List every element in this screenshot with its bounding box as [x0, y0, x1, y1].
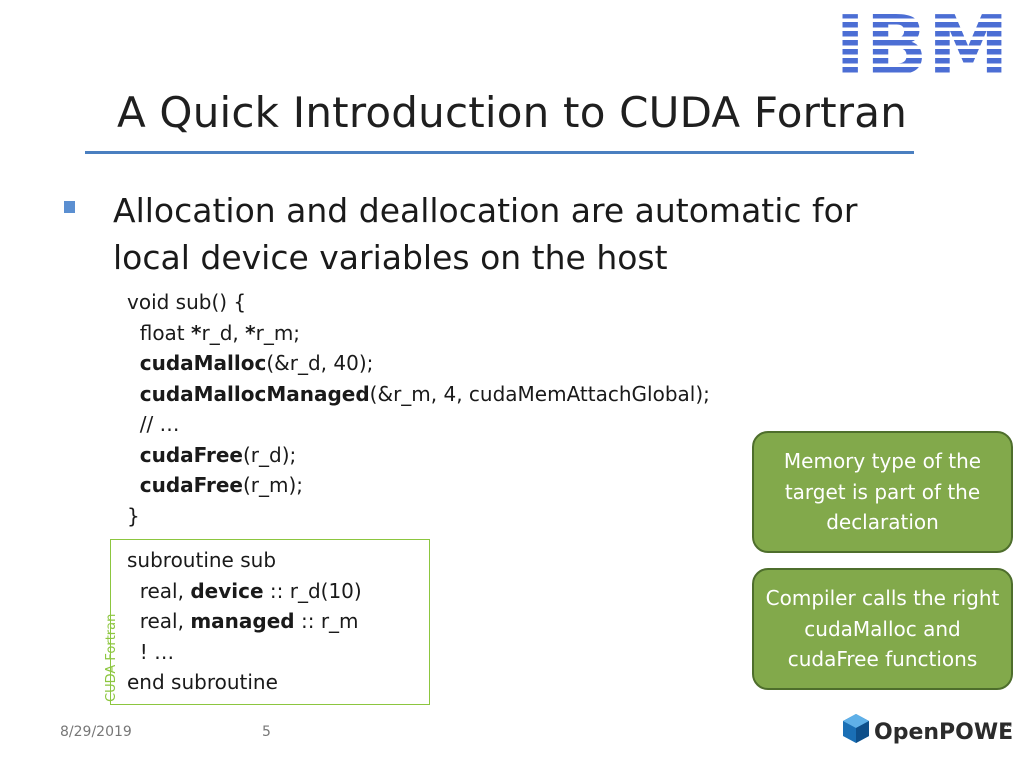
code-text: :: r_m: [294, 609, 359, 633]
code-line: cudaMallocManaged(&r_m, 4, cudaMemAttach…: [127, 379, 710, 410]
openpower-tm: TM: [1002, 722, 1012, 729]
code-text: [127, 351, 140, 375]
ibm-logo-text: IBM: [835, 4, 1009, 76]
code-keyword: managed: [190, 609, 295, 633]
code-text: (&r_m, 4, cudaMemAttachGlobal);: [369, 381, 710, 406]
code-line: // …: [127, 409, 710, 440]
code-text: subroutine sub: [127, 548, 277, 572]
code-keyword: device: [190, 578, 264, 603]
code-text: [127, 382, 140, 406]
code-keyword: *: [191, 320, 202, 345]
code-line: cudaFree(r_d);: [127, 440, 710, 471]
code-line: end subroutine: [127, 667, 362, 698]
fortran-code-box: [110, 539, 430, 705]
code-text: }: [127, 503, 140, 528]
c-code-block: void sub() { float *r_d, *r_m; cudaMallo…: [127, 287, 710, 531]
code-line: subroutine sub: [127, 545, 362, 576]
code-text: r_m;: [255, 320, 301, 345]
cuda-fortran-label: CUDA Fortran: [104, 613, 119, 702]
code-line: cudaFree(r_m);: [127, 470, 710, 501]
openpower-logo: OpenPOWER TM: [843, 714, 1012, 745]
code-text: // …: [127, 412, 180, 436]
code-text: void sub() {: [127, 290, 247, 314]
code-line: ! …: [127, 637, 362, 668]
callout-memory-type: Memory type of the target is part of the…: [752, 431, 1013, 553]
code-line: real, managed :: r_m: [127, 606, 362, 637]
code-text: real,: [127, 609, 191, 633]
code-line: real, device :: r_d(10): [127, 576, 362, 607]
code-line: cudaMalloc(&r_d, 40);: [127, 348, 710, 379]
ibm-logo: IBM: [835, 4, 1009, 76]
code-text: r_d,: [201, 320, 246, 345]
fortran-code-block: subroutine sub real, device :: r_d(10) r…: [127, 545, 362, 698]
code-keyword: *: [245, 320, 256, 345]
callout-memory-type-text: Memory type of the target is part of the…: [783, 449, 982, 535]
code-text: [127, 473, 140, 497]
page-number: 5: [262, 724, 271, 740]
openpower-logo-text: OpenPOWER: [874, 720, 1012, 745]
callout-compiler-calls: Compiler calls the right cudaMalloc and …: [752, 568, 1013, 690]
square-bullet-icon: [64, 201, 75, 213]
code-keyword: cudaMallocManaged: [139, 381, 370, 406]
code-text: end subroutine: [127, 670, 278, 694]
code-text: (&r_d, 40);: [266, 351, 374, 375]
code-text: ! …: [127, 639, 175, 664]
code-text: real,: [127, 578, 191, 603]
code-text: float: [127, 320, 192, 345]
bullet-text: Allocation and deallocation are automati…: [113, 191, 858, 277]
footer-date: 8/29/2019: [60, 724, 132, 740]
code-text: :: r_d(10): [263, 578, 362, 603]
slide-title: A Quick Introduction to CUDA Fortran: [116, 88, 908, 137]
code-keyword: cudaFree: [139, 442, 243, 467]
code-line: float *r_d, *r_m;: [127, 318, 710, 349]
code-line: void sub() {: [127, 287, 710, 318]
code-keyword: cudaFree: [139, 473, 243, 497]
code-text: [127, 443, 140, 467]
code-text: (r_d);: [243, 442, 297, 467]
code-line: }: [127, 501, 710, 532]
code-text: (r_m);: [243, 473, 304, 497]
title-underline: [85, 151, 914, 154]
callout-compiler-calls-text: Compiler calls the right cudaMalloc and …: [765, 586, 1000, 672]
openpower-cube-icon: [843, 714, 869, 743]
code-keyword: cudaMalloc: [139, 351, 267, 375]
